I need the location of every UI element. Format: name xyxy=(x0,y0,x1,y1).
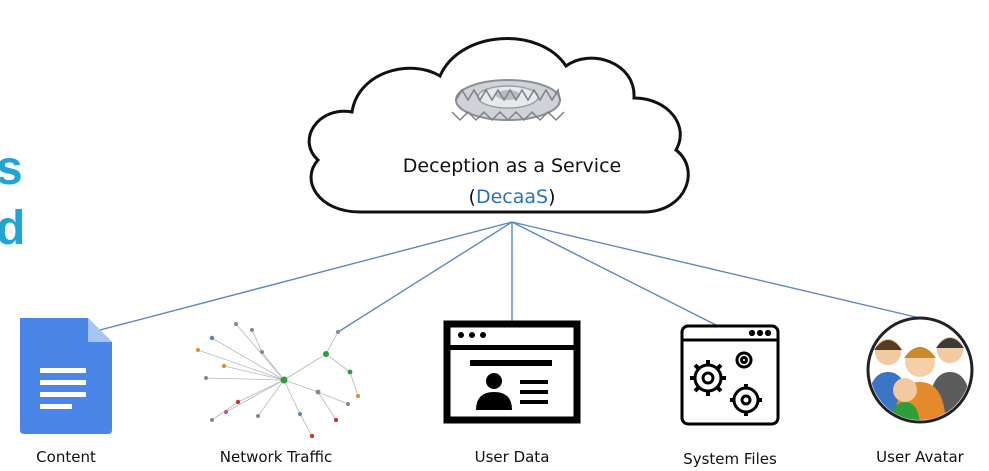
side-text-fragment-1: s xyxy=(0,142,23,195)
cloud-title: Deception as a Service xyxy=(403,155,621,177)
cloud-acronym: DecaaS xyxy=(476,186,548,208)
node-label-network-traffic: Network Traffic xyxy=(219,448,333,466)
node-label-user-avatar: User Avatar xyxy=(876,448,964,466)
gears-window-icon xyxy=(680,324,780,426)
connector-network-traffic xyxy=(337,221,513,333)
node-label-content: Content xyxy=(36,448,96,466)
network-graph-icon xyxy=(196,322,360,439)
side-text-fragment-2: d xyxy=(0,202,26,255)
document-icon xyxy=(20,318,112,434)
connector-system-files xyxy=(511,221,717,326)
bear-trap-icon xyxy=(451,79,565,122)
node-label-system-files: System Files xyxy=(683,450,777,468)
cloud-shape xyxy=(307,37,690,214)
connector-content xyxy=(99,221,513,331)
node-label-user-data: User Data xyxy=(474,448,550,466)
cloud-subtitle: (DecaaS) xyxy=(469,186,556,208)
user-group-avatar-icon xyxy=(866,316,974,424)
connector-lines xyxy=(99,221,921,333)
user-profile-window-icon xyxy=(443,320,581,424)
connector-user-avatar xyxy=(511,221,921,319)
